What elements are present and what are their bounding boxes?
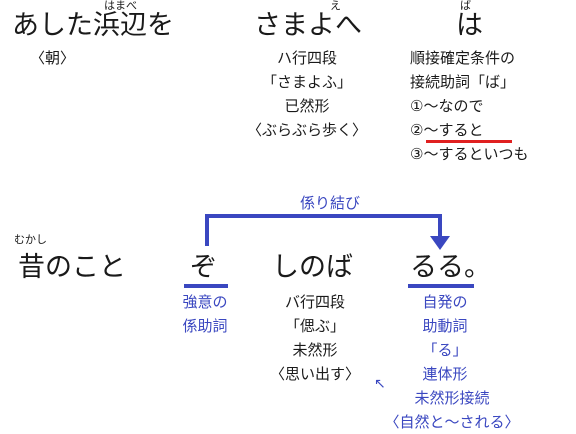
note-line: 〈思い出す〉	[269, 365, 360, 383]
note-line: 已然形	[284, 97, 330, 115]
note-asa: 〈朝〉	[30, 49, 76, 67]
notes-zo: 強意の 係助詞	[160, 290, 250, 338]
label-kakari-musubi: 係り結び	[299, 194, 360, 212]
note-line: 助動詞	[422, 317, 468, 335]
underline-zo	[184, 284, 228, 288]
note-line: ハ行四段	[276, 49, 337, 67]
note-line: 「る」	[422, 341, 468, 359]
notes-connection: 未然形接続 〈自然と〜される〉	[362, 386, 542, 434]
note-line: 〈自然と〜される〉	[384, 413, 520, 431]
note-line: 強意の	[182, 293, 228, 311]
note-line: 「さまよふ」	[261, 73, 352, 91]
notes-shinoba: バ行四段 「偲ぶ」 未然形 〈思い出す〉	[245, 290, 385, 386]
word-shinoba: しのば	[272, 252, 353, 283]
ruby-e: え	[330, 0, 341, 12]
notes-ruru: 自発の 助動詞 「る」 連体形	[395, 290, 495, 386]
note-line: ③〜するといつも	[410, 145, 529, 163]
note-line: 順接確定条件の	[410, 49, 516, 67]
underline-ruru	[408, 284, 474, 288]
note-line: 「偲ぶ」	[284, 317, 345, 335]
phrase-mukashi-no-koto: 昔のこと	[18, 252, 126, 283]
ruby-ba: ば	[460, 0, 471, 12]
word-ruru: るる。	[410, 252, 491, 283]
notes-samayohe: ハ行四段 「さまよふ」 已然形 〈ぶらぶら歩く〉	[232, 46, 382, 142]
note-line: ②〜すると	[410, 121, 484, 139]
word-samayohe: さまよへ	[254, 10, 362, 41]
ruby-hamabe: はまべ	[104, 0, 137, 12]
notes-ba: 順接確定条件の 接続助詞「ば」 ①〜なので ②〜すると ③〜するといつも	[410, 46, 528, 166]
ruby-mukashi: むかし	[14, 233, 47, 246]
note-line: 未然形接続	[414, 389, 490, 407]
note-line: 接続助詞「ば」	[410, 73, 516, 91]
note-line: 未然形	[292, 341, 338, 359]
note-line: 自発の	[422, 293, 468, 311]
note-line: 連体形	[422, 365, 468, 383]
word-ha: は	[456, 10, 483, 41]
note-line: 係助詞	[182, 317, 228, 335]
note-line: ①〜なので	[410, 97, 484, 115]
underline-red	[426, 140, 512, 143]
note-line: バ行四段	[284, 293, 345, 311]
word-zo: ぞ	[190, 252, 217, 283]
phrase-ashita-hamabe-wo: あした浜辺を	[12, 10, 174, 41]
connection-arrow-icon: ↖	[374, 376, 386, 392]
note-line: 〈ぶらぶら歩く〉	[246, 121, 367, 139]
